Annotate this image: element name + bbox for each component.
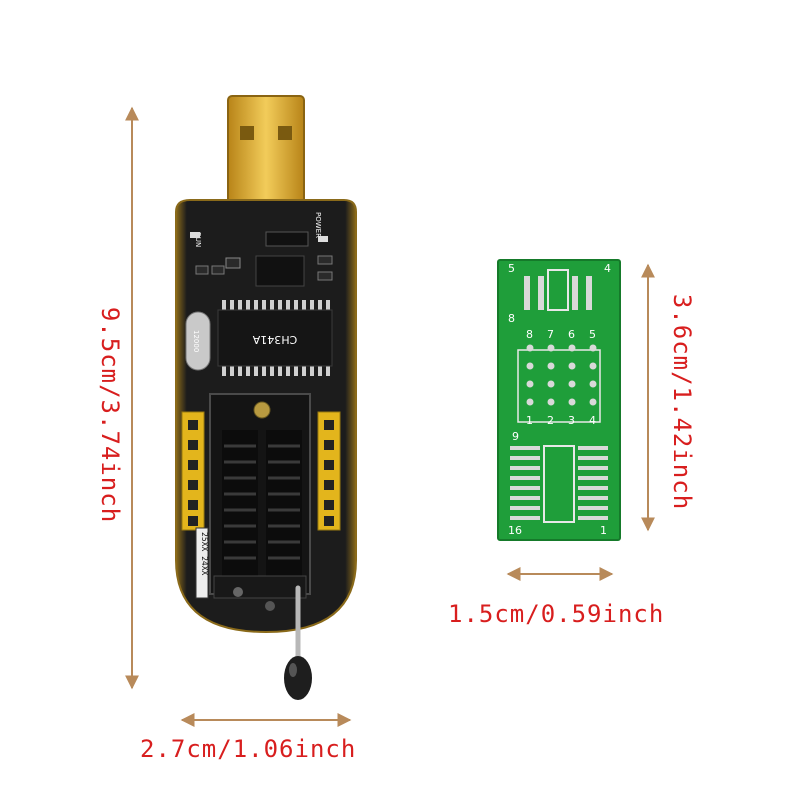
svg-text:CH341A: CH341A — [252, 333, 297, 346]
adapter-width-dimension-label: 1.5cm/0.59inch — [448, 600, 665, 628]
adapter-corner-label: 9 — [512, 430, 519, 443]
adapter-corner-label: 8 — [508, 312, 515, 325]
adapter-corner-label: 16 — [508, 524, 522, 537]
width-dimension-label: 2.7cm/1.06inch — [140, 735, 357, 763]
socket-label: 25XX 24XX — [200, 532, 209, 576]
zif-socket — [209, 393, 311, 611]
ch341a-chip — [217, 309, 333, 367]
lever-knob — [284, 656, 312, 700]
crystal — [185, 311, 211, 371]
adapter-pin-label: 3 — [568, 414, 575, 427]
header-pins-right — [317, 411, 341, 531]
length-dimension-label: 9.5cm/3.74inch — [96, 306, 124, 524]
header-pins-left — [181, 411, 205, 531]
svg-text:12000: 12000 — [192, 330, 200, 352]
usb-programmer: RUN POWER 12000 — [175, 95, 357, 700]
adapter-pin-label: 4 — [589, 414, 596, 427]
svg-text:POWER: POWER — [314, 212, 322, 238]
adapter-pin-label: 5 — [589, 328, 596, 341]
adapter-length-dimension-label: 3.6cm/1.42inch — [668, 293, 696, 511]
adapter-corner-label: 4 — [604, 262, 611, 275]
adapter-pin-label: 8 — [526, 328, 533, 341]
adapter-corner-label: 1 — [600, 524, 607, 537]
adapter-pin-label: 6 — [568, 328, 575, 341]
sop-adapter-board: 5 4 8 9 16 1 8 7 6 5 1 2 3 4 — [497, 259, 621, 541]
adapter-pin-label: 2 — [547, 414, 554, 427]
adapter-pin-label: 7 — [547, 328, 554, 341]
adapter-pin-label: 1 — [526, 414, 533, 427]
adapter-corner-label: 5 — [508, 262, 515, 275]
svg-text:RUN: RUN — [194, 232, 202, 247]
